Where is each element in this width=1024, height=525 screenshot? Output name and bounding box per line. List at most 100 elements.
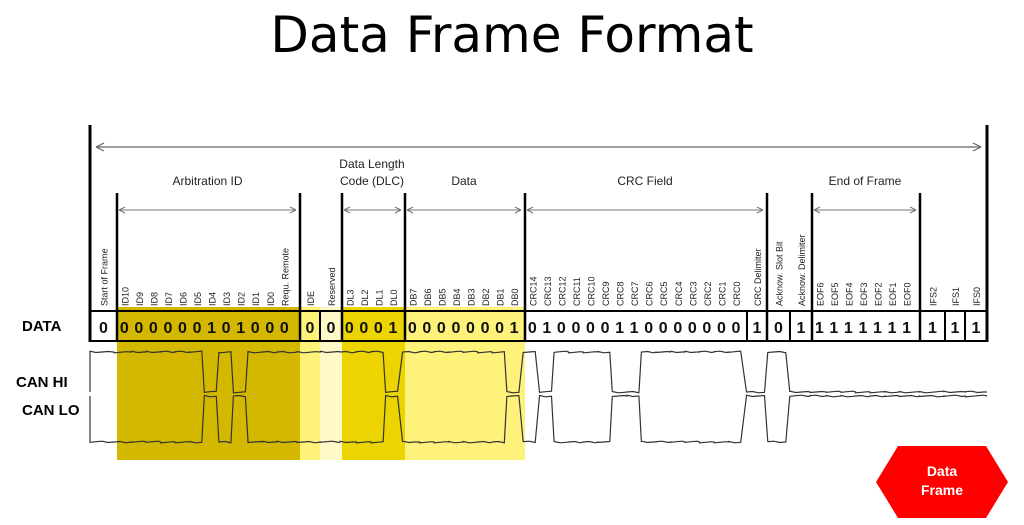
bit-value: 0 <box>466 320 475 337</box>
field-name-label: DL1 <box>374 289 384 306</box>
bit-value: 0 <box>408 320 417 337</box>
field-name-label: CRC3 <box>688 281 698 306</box>
field-name-label: ID3 <box>222 292 232 306</box>
bit-value: 0 <box>528 320 537 337</box>
crc-field-label: CRC Field <box>617 174 672 188</box>
bit-value: 1 <box>797 320 806 337</box>
bit-value: 1 <box>972 320 981 337</box>
bit-value: 1 <box>928 320 937 337</box>
bit-value: 0 <box>327 320 336 337</box>
bit-value: 0 <box>644 320 653 337</box>
field-name-label: DL3 <box>345 289 355 306</box>
field-name-label: ID6 <box>178 292 188 306</box>
bit-value: 0 <box>193 320 202 337</box>
field-name-label: ID0 <box>266 292 276 306</box>
bit-value: 1 <box>888 320 897 337</box>
bit-value: 0 <box>120 320 129 337</box>
field-name-label: Requ. Remote <box>280 248 290 306</box>
section-span-arrowheads <box>118 206 297 214</box>
bit-value: 1 <box>388 320 397 337</box>
bit-value: 0 <box>265 320 274 337</box>
field-name-label: CRC7 <box>630 281 640 306</box>
field-name-label: Reserved <box>327 267 337 306</box>
ide-highlight <box>300 307 320 460</box>
field-name-label: CRC12 <box>557 276 567 306</box>
field-name-label: ID4 <box>208 292 218 306</box>
field-name-label: IFS0 <box>972 287 982 306</box>
bit-value: 1 <box>951 320 960 337</box>
field-name-label: CRC4 <box>674 281 684 306</box>
field-name-label: CRC5 <box>659 281 669 306</box>
bit-value: 0 <box>280 320 289 337</box>
badge-line-1: Data <box>926 463 958 479</box>
field-name-label: IFS2 <box>929 287 939 306</box>
data-label: Data <box>451 174 477 188</box>
field-name-label: Acknow. Slot Bit <box>775 241 785 306</box>
field-name-label: DB5 <box>437 288 447 306</box>
can-lo-label: CAN LO <box>22 402 80 419</box>
bit-value: 0 <box>717 320 726 337</box>
bit-value: 0 <box>481 320 490 337</box>
page-title: Data Frame Format <box>270 6 754 64</box>
field-name-label: CRC Delimiter <box>753 248 763 306</box>
bit-value: 0 <box>702 320 711 337</box>
dlc-label-line-2: Code (DLC) <box>340 174 404 188</box>
arbitration-highlight <box>117 307 300 460</box>
bit-value: 0 <box>601 320 610 337</box>
field-name-label: DL0 <box>389 289 399 306</box>
field-name-label: CRC8 <box>616 281 626 306</box>
end-of-frame-label: End of Frame <box>829 174 902 188</box>
field-name-label: IDE <box>306 291 316 306</box>
badge-label: Data Frame <box>876 462 1008 500</box>
can-hi-label: CAN HI <box>16 374 68 391</box>
field-name-label: EOF2 <box>873 282 883 306</box>
dlc-highlight <box>342 307 405 460</box>
field-name-label: EOF6 <box>815 282 825 306</box>
bit-value: 1 <box>542 320 551 337</box>
field-name-label: DB6 <box>423 288 433 306</box>
bit-value: 0 <box>673 320 682 337</box>
field-name-label: DB1 <box>496 288 506 306</box>
data-row-label: DATA <box>22 318 62 335</box>
badge-hexagon-shape <box>876 446 1008 518</box>
bit-value: 1 <box>753 320 762 337</box>
dlc-label-line-1: Data Length <box>339 157 404 171</box>
field-name-label: ID10 <box>120 287 130 306</box>
bit-value: 0 <box>437 320 446 337</box>
field-name-label: IFS1 <box>951 287 961 306</box>
field-name-label: CRC10 <box>586 276 596 306</box>
bit-value: 0 <box>149 320 158 337</box>
data-frame-badge <box>876 446 1008 518</box>
field-name-label: CRC14 <box>528 276 538 306</box>
data-row-frame <box>89 310 988 342</box>
bit-value: 0 <box>586 320 595 337</box>
bit-value: 0 <box>374 320 383 337</box>
field-name-label: ID9 <box>135 292 145 306</box>
bit-value: 1 <box>207 320 216 337</box>
field-name-label: EOF3 <box>859 282 869 306</box>
bit-value: 0 <box>571 320 580 337</box>
bit-value: 0 <box>178 320 187 337</box>
bit-value: 1 <box>873 320 882 337</box>
field-name-label: ID5 <box>193 292 203 306</box>
bit-value: 0 <box>359 320 368 337</box>
field-name-label: DB0 <box>510 288 520 306</box>
field-name-label: CRC11 <box>572 277 582 306</box>
section-span-arrowheads <box>343 206 402 214</box>
field-name-label: EOF4 <box>844 282 854 306</box>
bit-value: 0 <box>557 320 566 337</box>
bit-value: 0 <box>99 320 108 337</box>
can-hi-waveform <box>89 350 987 394</box>
can-lo-waveform <box>89 394 988 444</box>
field-name-label: DB7 <box>408 288 418 306</box>
bit-value: 1 <box>815 320 824 337</box>
field-name-label: DB4 <box>452 288 462 306</box>
field-name-label: DL2 <box>360 289 370 306</box>
field-name-label: Start of Frame <box>100 248 110 306</box>
field-name-label: EOF1 <box>888 282 898 306</box>
field-name-label: CRC13 <box>543 276 553 306</box>
bit-value: 1 <box>630 320 639 337</box>
bit-value: 0 <box>345 320 354 337</box>
field-name-label: EOF5 <box>830 282 840 306</box>
